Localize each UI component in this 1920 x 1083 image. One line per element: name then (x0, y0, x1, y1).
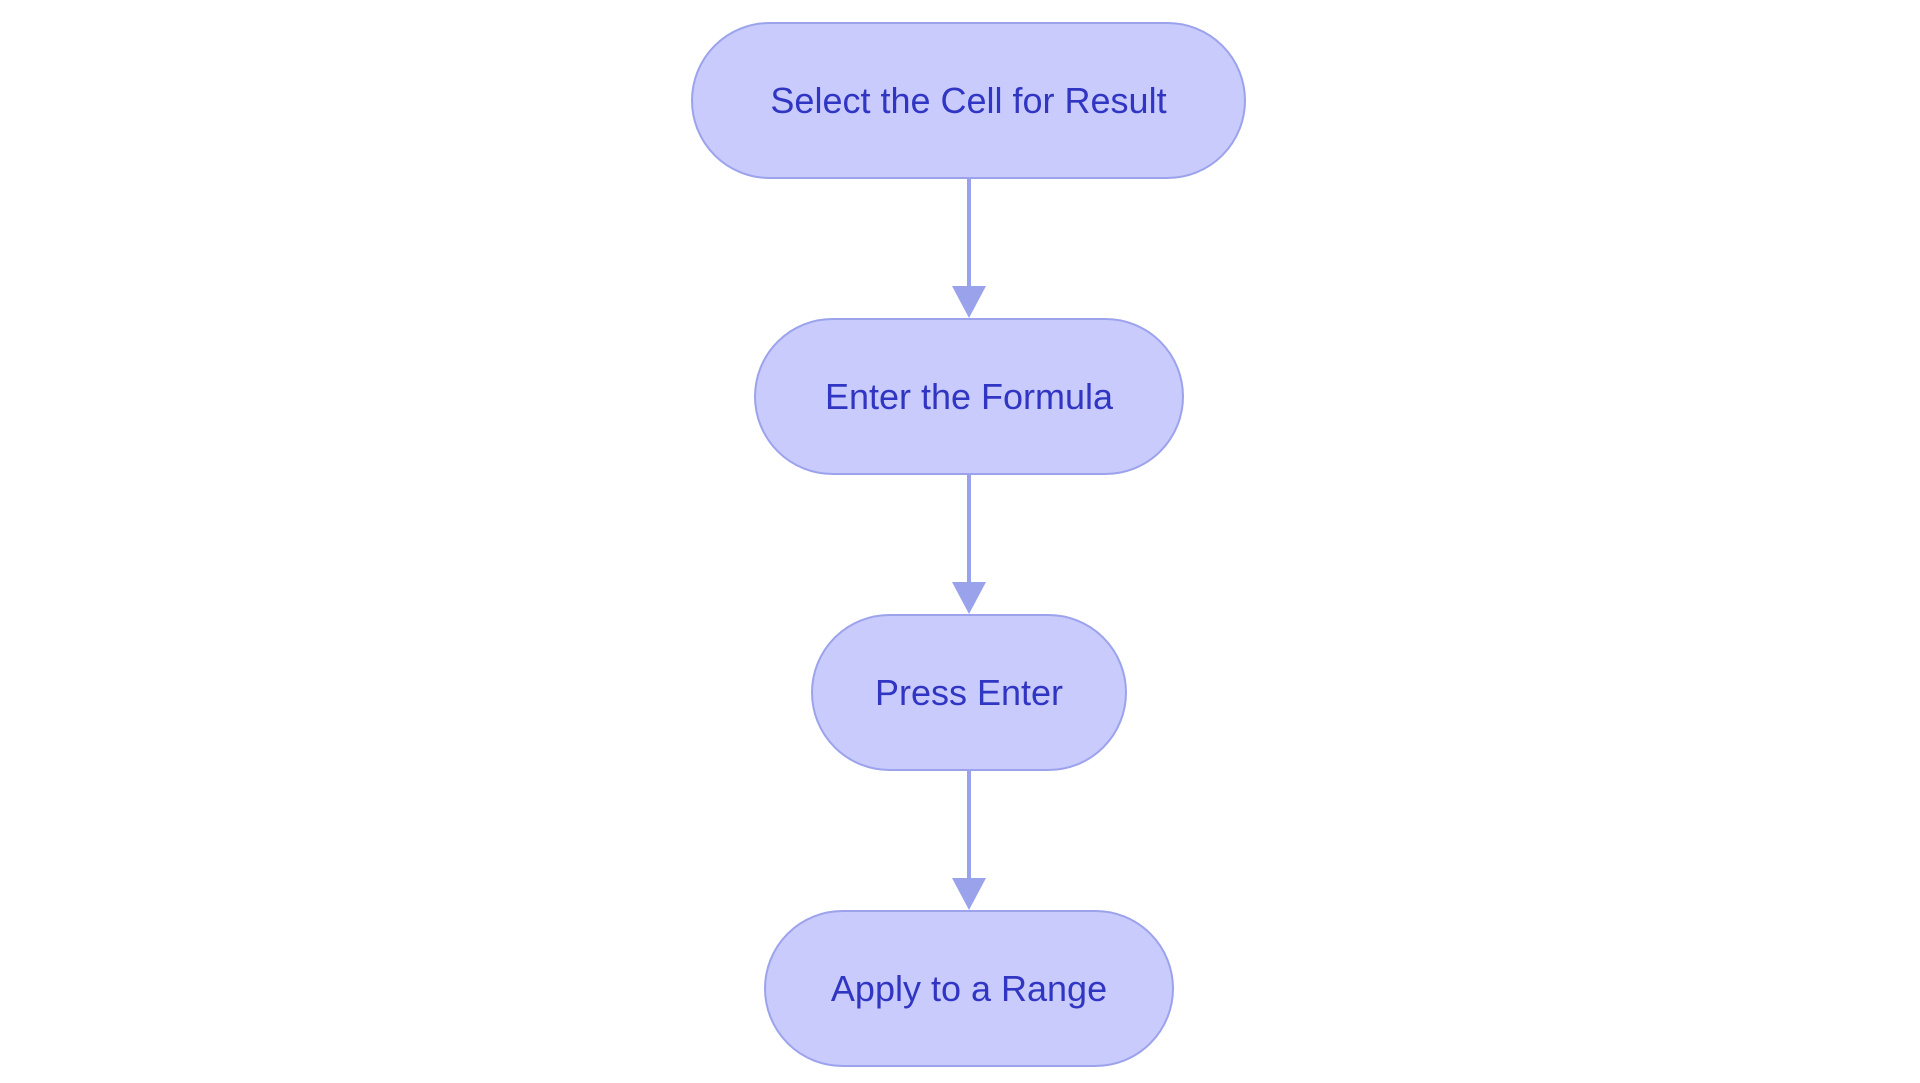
edge-step-2-to-step-3 (952, 475, 986, 614)
flow-node-press-enter: Press Enter (811, 614, 1127, 771)
flow-node-label: Enter the Formula (824, 375, 1114, 417)
flow-node-label: Press Enter (874, 671, 1064, 713)
flow-node-select-cell: Select the Cell for Result (691, 22, 1246, 179)
flow-node-label: Select the Cell for Result (770, 79, 1167, 121)
flow-node-apply-range: Apply to a Range (764, 910, 1174, 1067)
flow-node-label: Apply to a Range (830, 967, 1108, 1009)
flow-node-enter-formula: Enter the Formula (754, 318, 1184, 475)
edge-step-1-to-step-2 (952, 179, 986, 318)
edge-step-3-to-step-4 (952, 771, 986, 910)
